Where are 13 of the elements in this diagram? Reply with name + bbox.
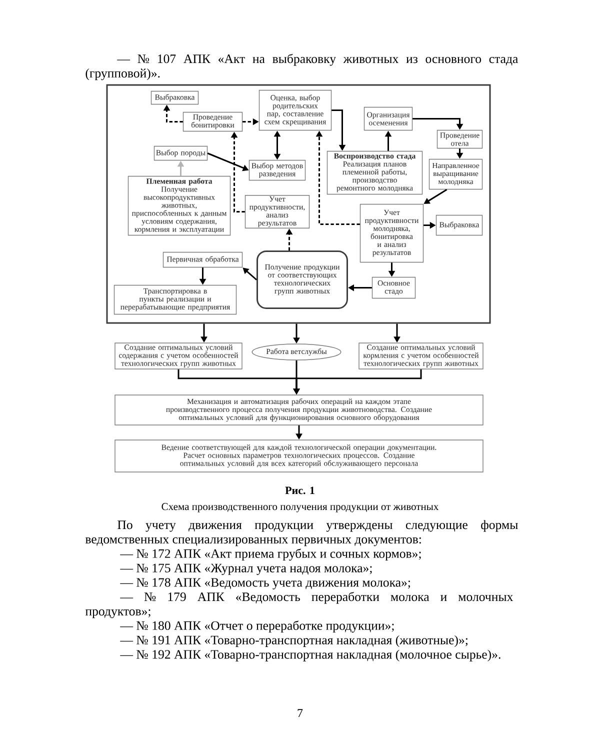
list-item: — № 172 АПК «Акт приема грубых и сочных кормов»; [120,548,421,561]
list-item: — № 192 АПК «Товарно-транспортная накладная (молочное сырье)». [120,650,500,662]
body-text: По учету движения продукции утверждены следующие формы ведомственных специализированных первичных документов: [85,520,518,546]
figure-caption: Схема производственного получения продукции от животных [162,503,439,512]
body-text: — № 107 АПК «Акт на выбраковку животных из основного стада (групповой)». [86,54,518,80]
outer-frame [106,84,491,324]
list-item: — № 175 АПК «Журнал учета надоя молока»; [120,564,372,575]
list-item: — № 180 АПК «Отчет о переработке продукции»; [120,620,394,633]
list-item: — № 178 АПК «Ведомость учета движения молока»; [120,578,410,590]
figure-number: Рис. 1 [285,486,314,494]
page-number: 7 [298,709,303,717]
list-item: — № 191 АПК «Товарно-транспортная накладная (животные)»; [120,635,468,647]
list-item: — № 179 АПК «Ведомость переработки молока и молочных продуктов»; [85,592,514,618]
